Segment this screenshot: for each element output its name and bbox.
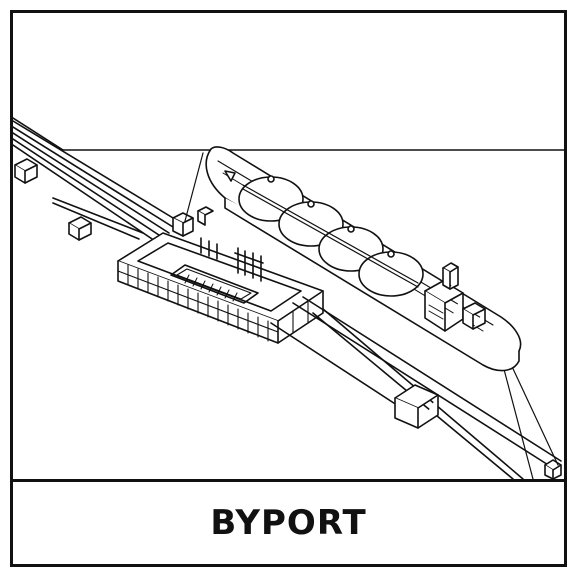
byport-illustration: [13, 13, 564, 479]
caption-title: BYPORT: [210, 503, 367, 543]
mooring-dolphin: [395, 385, 438, 428]
illustration-frame: BYPORT: [10, 10, 567, 567]
terminal-platform: [118, 207, 323, 343]
lng-tank-4: [359, 252, 423, 296]
pier-block-mid: [69, 217, 91, 240]
horizon-line: [13, 118, 564, 150]
navigation-marker: [545, 460, 561, 479]
mooring-lines: [185, 153, 558, 479]
lng-carrier-ship: [206, 147, 520, 371]
pipeline-trestle: [13, 121, 178, 245]
caption-divider: [13, 479, 564, 482]
pier-block-left: [15, 159, 37, 183]
caption-area: BYPORT: [13, 482, 564, 564]
